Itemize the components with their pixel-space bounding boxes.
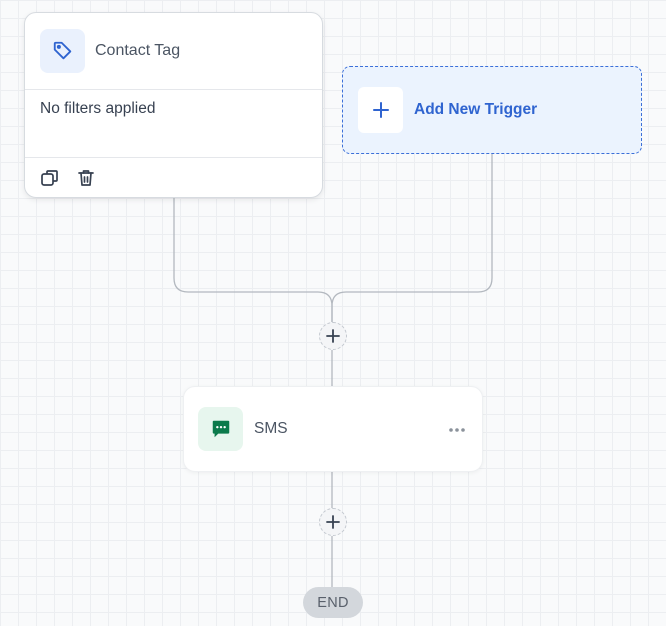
trigger-title: Contact Tag bbox=[95, 42, 181, 59]
plus-icon bbox=[326, 515, 340, 529]
end-node: END bbox=[303, 587, 363, 618]
trigger-card-footer bbox=[25, 158, 322, 198]
copy-icon[interactable] bbox=[40, 168, 60, 188]
trash-icon[interactable] bbox=[76, 168, 96, 188]
connector-trigger-right bbox=[331, 154, 493, 322]
connector-trigger-left bbox=[173, 198, 333, 322]
tag-icon bbox=[40, 29, 85, 73]
add-step-button[interactable] bbox=[319, 322, 347, 350]
action-title: SMS bbox=[254, 420, 288, 437]
trigger-card-header: Contact Tag bbox=[25, 13, 322, 90]
add-new-trigger-label: Add New Trigger bbox=[414, 101, 538, 118]
add-step-button[interactable] bbox=[319, 508, 347, 536]
more-horizontal-icon[interactable] bbox=[448, 421, 466, 439]
action-card-sms[interactable]: SMS bbox=[183, 386, 483, 472]
sms-message-icon bbox=[198, 407, 243, 451]
trigger-card-contact-tag[interactable]: Contact Tag No filters applied bbox=[24, 12, 323, 198]
add-new-trigger-button[interactable]: Add New Trigger bbox=[342, 66, 642, 154]
plus-icon bbox=[358, 87, 403, 133]
plus-icon bbox=[326, 329, 340, 343]
trigger-filters-text: No filters applied bbox=[25, 90, 322, 158]
